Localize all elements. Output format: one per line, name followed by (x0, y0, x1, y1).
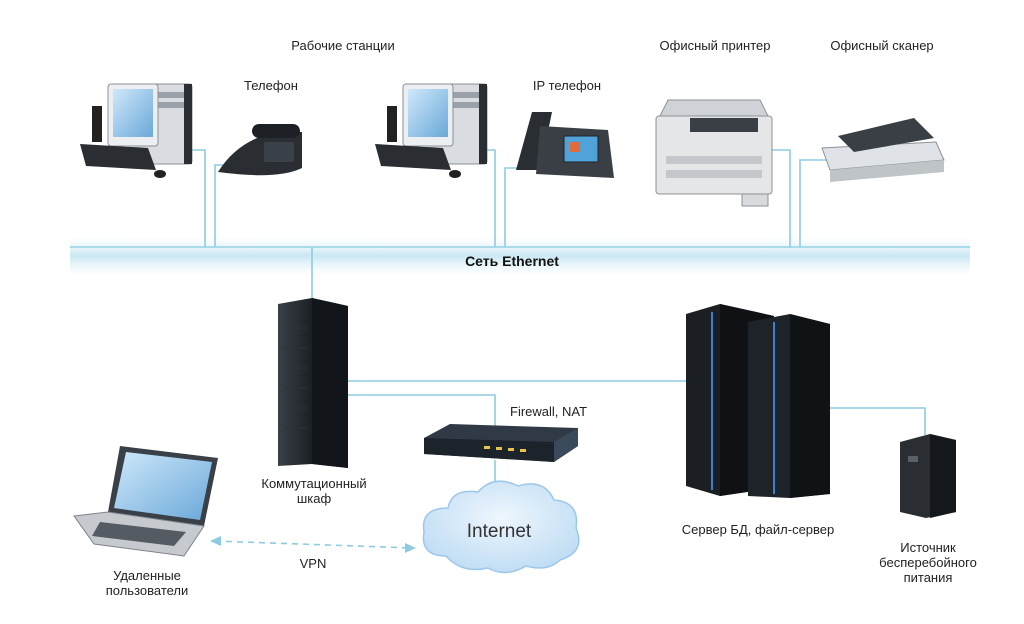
servers-label: Сервер БД, файл-сервер (681, 522, 835, 537)
workstation-icon (80, 83, 193, 178)
cloud-icon (422, 480, 580, 574)
ip-phone-label: IP телефон (532, 78, 602, 93)
vpn-arrow-left (210, 536, 221, 546)
firewall-label: Firewall, NAT (510, 404, 588, 419)
ip-phone-icon (516, 112, 614, 178)
internet-label: Internet (466, 521, 532, 542)
workstations-label: Рабочие станции (291, 38, 395, 53)
rack-label: Коммутационный шкаф (261, 476, 367, 506)
vpn-arrow-right (405, 543, 416, 553)
desk-phone-icon (218, 124, 302, 176)
phone-label: Телефон (244, 78, 298, 93)
vpn-label: VPN (299, 556, 327, 571)
office-scanner-label: Офисный сканер (830, 38, 934, 53)
scanner-icon (821, 118, 945, 182)
router-icon (424, 424, 578, 462)
ethernet-bus (70, 236, 970, 276)
server-cabinet-icon (686, 304, 830, 498)
office-printer-label: Офисный принтер (659, 38, 771, 53)
laptop-icon (73, 446, 218, 557)
server-rack-icon (278, 298, 348, 468)
remote-users-label: Удаленные пользователи (105, 568, 189, 598)
ethernet-label: Сеть Ethernet (465, 253, 559, 269)
ups-label: Источник бесперебойного питания (879, 540, 977, 585)
ups-icon (900, 434, 956, 518)
printer-icon (655, 99, 773, 207)
workstation-icon-2 (375, 83, 488, 178)
